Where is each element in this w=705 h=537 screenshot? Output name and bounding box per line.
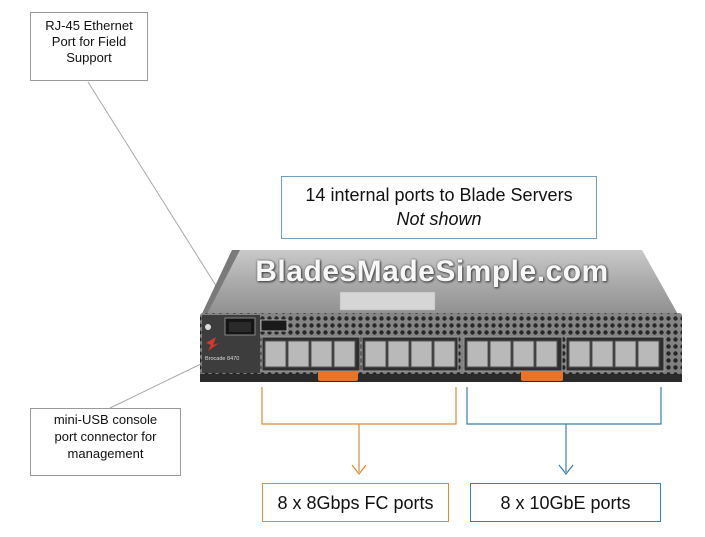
device-label: Brocade 8470 <box>205 356 239 362</box>
fc-bracket <box>261 387 457 475</box>
chassis-top <box>200 250 680 318</box>
callout-line: Support <box>66 50 112 65</box>
brocade-logo-icon <box>206 337 219 351</box>
callout-internal-subtitle: Not shown <box>396 209 482 229</box>
callout-rj45-ethernet: RJ-45 Ethernet Port for Field Support <box>30 12 148 81</box>
callout-line: port connector for <box>54 429 157 444</box>
callout-fc-ports: 8 x 8Gbps FC ports <box>262 483 449 522</box>
callout-internal-ports: 14 internal ports to Blade Servers Not s… <box>281 176 597 239</box>
tengbe-bracket <box>466 387 662 475</box>
sfp-port-group-fc-2 <box>361 336 459 372</box>
rj45-leader-line <box>87 81 226 301</box>
power-led-icon <box>205 324 211 330</box>
usb-leader-line <box>109 361 206 409</box>
callout-line: RJ-45 Ethernet <box>45 18 133 33</box>
sfp-port-group-fc-1 <box>261 336 361 372</box>
orange-latch-left <box>318 371 358 381</box>
chassis-sticker <box>339 291 436 311</box>
callout-10gbe-ports: 8 x 10GbE ports <box>470 483 661 522</box>
callout-mini-usb: mini-USB console port connector for mana… <box>30 408 181 476</box>
callout-line: management <box>67 446 144 461</box>
sfp-port-group-10g-1 <box>463 336 563 372</box>
callout-line: Port for Field <box>51 34 127 49</box>
sfp-port-group-10g-2 <box>565 336 665 372</box>
watermark-text: BladesMadeSimple.com <box>255 255 609 288</box>
orange-latch-right <box>521 371 563 381</box>
callout-line: mini-USB console <box>53 412 158 427</box>
mini-usb-port <box>260 319 288 332</box>
callout-internal-title: 14 internal ports to Blade Servers <box>305 185 573 205</box>
